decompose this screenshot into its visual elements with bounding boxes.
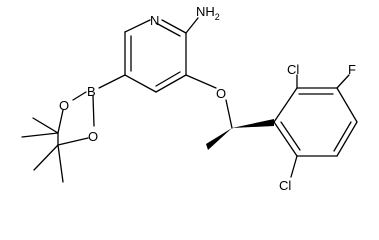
- bond-me2: [21, 132, 59, 138]
- bond-b-o1: [72, 91, 87, 101]
- bond-me1: [32, 117, 59, 134]
- structure-canvas: N NH2 O Cl F Cl B O O: [21, 4, 358, 193]
- phenyl-ring: [273, 87, 358, 157]
- boronate-oxygen-bottom-label: O: [88, 129, 98, 144]
- bond-o-ch: [225, 99, 233, 129]
- bond-b-o2: [92, 95, 95, 127]
- bond-a6-a1-inner: [280, 121, 301, 151]
- chlorine-top-label: Cl: [287, 62, 299, 77]
- aryl-wedge-bond: [232, 119, 274, 128]
- molecule-diagram: N NH2 O Cl F Cl B O O: [21, 4, 358, 193]
- pyridine-nitrogen-label: N: [150, 13, 159, 28]
- bond-a1-a2: [273, 87, 298, 123]
- pyridine-ring: [124, 19, 187, 93]
- ether-oxygen-label: O: [216, 86, 226, 101]
- bond-c3-o: [185, 74, 217, 89]
- bond-n1-c2-inner: [155, 22, 181, 37]
- bond-me4: [57, 144, 64, 183]
- bond-a4-a5: [336, 121, 358, 157]
- bond-c2-amine: [185, 17, 199, 34]
- bond-o1-cq1: [57, 109, 64, 134]
- bond-n1-c2: [161, 19, 187, 34]
- boronate-oxygen-top-label: O: [59, 98, 69, 113]
- bond-o2-cq2: [57, 137, 89, 146]
- amine-subscript: 2: [215, 12, 220, 22]
- bond-me3: [33, 144, 59, 171]
- bond-a6-cl: [290, 155, 298, 178]
- bond-c3-c4-inner: [155, 71, 181, 87]
- bond-c3-c4: [155, 74, 187, 93]
- bond-a6-a1: [273, 121, 298, 157]
- methyl-wedge-bond: [206, 128, 232, 150]
- bond-c6-n1: [124, 19, 151, 33]
- amine-nh-text: NH: [196, 4, 215, 19]
- boron-label: B: [87, 84, 96, 99]
- amine-label: NH2: [196, 4, 220, 22]
- fluorine-label: F: [348, 62, 356, 77]
- bond-a3-f: [336, 74, 350, 89]
- bond-c4-c5: [124, 74, 157, 93]
- bond-a4-a5-inner: [333, 121, 352, 152]
- bond-a3-a4: [336, 87, 358, 123]
- chlorine-bottom-label: Cl: [279, 178, 291, 193]
- bond-c5-b: [98, 74, 126, 89]
